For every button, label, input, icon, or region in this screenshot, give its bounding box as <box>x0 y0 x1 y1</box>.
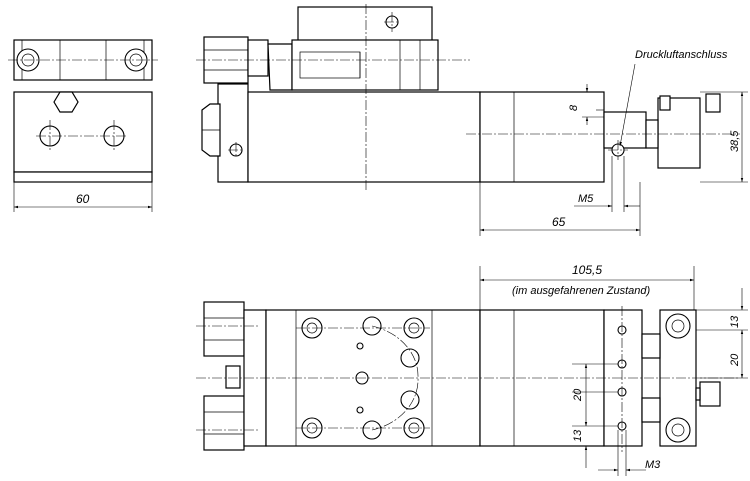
label-d20-mid: 20 <box>572 388 584 402</box>
side-view-cylinder <box>479 91 605 183</box>
label-m3: M3 <box>645 459 661 471</box>
plan-view-fitting-top <box>203 301 245 357</box>
label-port: Druckluftanschluss <box>635 49 728 61</box>
label-d13-mid: 13 <box>572 429 584 442</box>
label-d8: 8 <box>568 104 580 111</box>
plan-view-fitting-bottom <box>203 395 245 451</box>
label-d20-right: 20 <box>729 353 741 367</box>
plan-view <box>196 266 748 476</box>
side-view-base <box>247 91 481 183</box>
label-d13-right: 13 <box>729 315 741 328</box>
side-view-left-block <box>217 83 249 183</box>
label-m5: M5 <box>578 193 594 205</box>
label-width: 60 <box>76 192 90 206</box>
side-view <box>196 4 748 236</box>
label-stroke-length: 105,5 <box>572 263 602 277</box>
end-view-hex-plug <box>53 91 79 113</box>
end-view-body <box>13 91 153 173</box>
end-view <box>8 39 158 212</box>
label-stroke-note: (im ausgefahrenen Zustand) <box>512 285 651 297</box>
label-d65: 65 <box>552 215 566 229</box>
label-height: 38,5 <box>729 130 741 152</box>
side-view-lever <box>291 39 439 91</box>
side-view-clamp-block <box>297 6 433 46</box>
